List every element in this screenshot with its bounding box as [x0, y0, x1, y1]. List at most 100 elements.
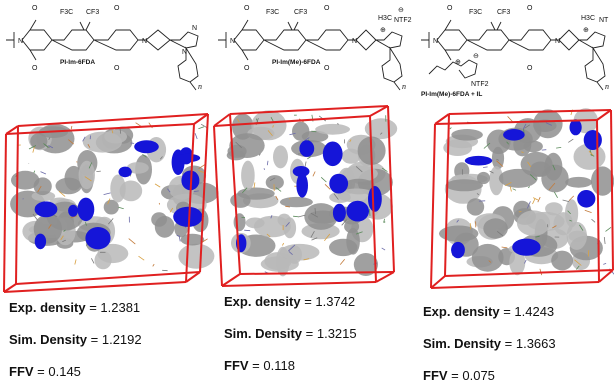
carbonyl-o-text: O	[114, 65, 120, 72]
polymer-chain-fragment	[139, 256, 145, 260]
anion-charge-text: ⊖	[473, 53, 479, 60]
carbonyl-o-text: O	[324, 65, 330, 72]
void-pocket	[346, 201, 369, 222]
sim-density-row: Sim. Density = 1.3215	[224, 327, 357, 340]
polymer-chain-fragment	[563, 200, 569, 202]
void-pocket	[323, 142, 343, 167]
void-pocket	[503, 129, 525, 141]
free-volume-surface	[304, 203, 337, 230]
polymer-chain-fragment	[502, 247, 508, 248]
cf3-left-text: F3C	[60, 9, 73, 16]
polymer-chain-fragment	[267, 161, 268, 165]
free-volume-surface	[104, 130, 127, 144]
void-pocket	[85, 227, 110, 249]
polymer-chain-fragment	[254, 182, 255, 188]
sim-density-row: Sim. Density = 1.2192	[9, 333, 142, 346]
free-volume-surface	[551, 251, 573, 271]
free-volume-surface	[451, 129, 483, 141]
ntf2-anion-text: NTF2	[471, 81, 489, 88]
carbonyl-o-text: O	[244, 5, 250, 12]
free-volume-surface	[446, 179, 483, 191]
void-pocket	[329, 174, 348, 194]
polymer-chain-fragment	[603, 263, 606, 264]
cube-edge	[445, 270, 613, 276]
chemical-structure-pi-im-me-6fda-il: F3C CF3 O O O N N ⊕ ⊖ NTF2 H3C NT ⊕ n PI…	[415, 0, 614, 92]
void-pocket	[512, 239, 540, 256]
free-volume-surface	[472, 244, 504, 272]
void-pocket	[584, 130, 602, 150]
free-volume-surface	[155, 216, 175, 238]
carbonyl-o-text: O	[447, 5, 453, 12]
repeat-unit-n: n	[605, 82, 609, 91]
polymer-chain-fragment	[556, 147, 561, 148]
polymer-chain-fragment	[244, 230, 250, 231]
free-volume-surface	[565, 177, 592, 188]
polymer-chain-fragment	[382, 248, 385, 250]
exp-density-row: Exp. density = 1.4243	[423, 305, 556, 318]
void-pocket	[78, 198, 95, 222]
stats-block: Exp. density = 1.2381 Sim. Density = 1.2…	[9, 301, 142, 378]
void-pocket	[570, 119, 582, 135]
polymer-chain-fragment	[568, 139, 573, 142]
polymer-chain-fragment	[538, 197, 540, 202]
void-pocket	[368, 186, 382, 212]
polymer-chain-fragment	[450, 128, 452, 129]
nitrogen-text: N	[18, 38, 23, 45]
void-pocket	[451, 242, 465, 258]
nitrogen-text: N	[352, 38, 357, 45]
free-volume-surface	[483, 218, 508, 238]
free-volume-surface	[517, 210, 550, 236]
polymer-chain-fragment	[337, 124, 339, 125]
ffv-row: FFV = 0.118	[224, 359, 357, 372]
repeat-unit-n: n	[402, 82, 406, 91]
sim-density-row: Sim. Density = 1.3663	[423, 337, 556, 350]
cation-charge-text: ⊕	[583, 27, 589, 34]
cf3-left-text: F3C	[266, 9, 279, 16]
polymer-chain-fragment	[119, 207, 124, 209]
structure-label: PI-Im(Me)-6FDA	[272, 59, 321, 66]
md-simulation-cube	[210, 96, 415, 286]
nitrogen-text: N	[182, 49, 187, 56]
free-volume-surface	[477, 172, 490, 184]
ffv-row: FFV = 0.075	[423, 369, 556, 382]
polymer-chain-fragment	[195, 133, 197, 139]
polymer-chain-fragment	[75, 260, 76, 265]
cube-edge	[4, 134, 6, 292]
free-volume-surface	[344, 220, 359, 233]
void-pocket	[465, 156, 492, 166]
polymer-chain-fragment	[293, 216, 299, 217]
methyl-text: H3C	[581, 15, 595, 22]
exp-density-row: Exp. density = 1.2381	[9, 301, 142, 314]
polymer-chain-fragment	[313, 172, 315, 177]
free-volume-surface	[315, 124, 350, 135]
free-volume-surface	[229, 133, 264, 158]
carbonyl-o-text: O	[32, 5, 38, 12]
void-pocket	[296, 173, 308, 197]
cube-edge	[431, 282, 599, 288]
polymer-chain-fragment	[585, 210, 592, 212]
cube-edge	[16, 126, 18, 284]
free-volume-surface	[591, 166, 614, 195]
cation-charge-text: ⊕	[380, 27, 386, 34]
void-pocket	[333, 204, 346, 222]
structure-label: PI-Im-6FDA	[60, 59, 95, 66]
polymer-chain-fragment	[588, 250, 589, 256]
cf3-right-text: CF3	[294, 9, 307, 16]
cube-edge	[611, 110, 613, 270]
exp-density-row: Exp. density = 1.3742	[224, 295, 357, 308]
polymer-chain-fragment	[321, 177, 326, 182]
cube-edge	[222, 282, 376, 286]
polymer-chain-fragment	[604, 237, 605, 244]
cube-edge	[376, 272, 394, 282]
free-volume-surface	[266, 175, 284, 190]
void-pocket	[299, 140, 314, 157]
carbonyl-o-text: O	[527, 65, 533, 72]
polymer-chain-fragment	[528, 187, 530, 188]
cube-edge	[435, 114, 449, 124]
polymer-chain-fragment	[483, 167, 488, 168]
polymer-chain-fragment	[533, 198, 538, 200]
polymer-chain-fragment	[282, 243, 283, 245]
void-pocket	[173, 207, 202, 227]
polymer-chain-fragment	[41, 172, 46, 174]
stats-block: Exp. density = 1.3742 Sim. Density = 1.3…	[224, 295, 357, 372]
